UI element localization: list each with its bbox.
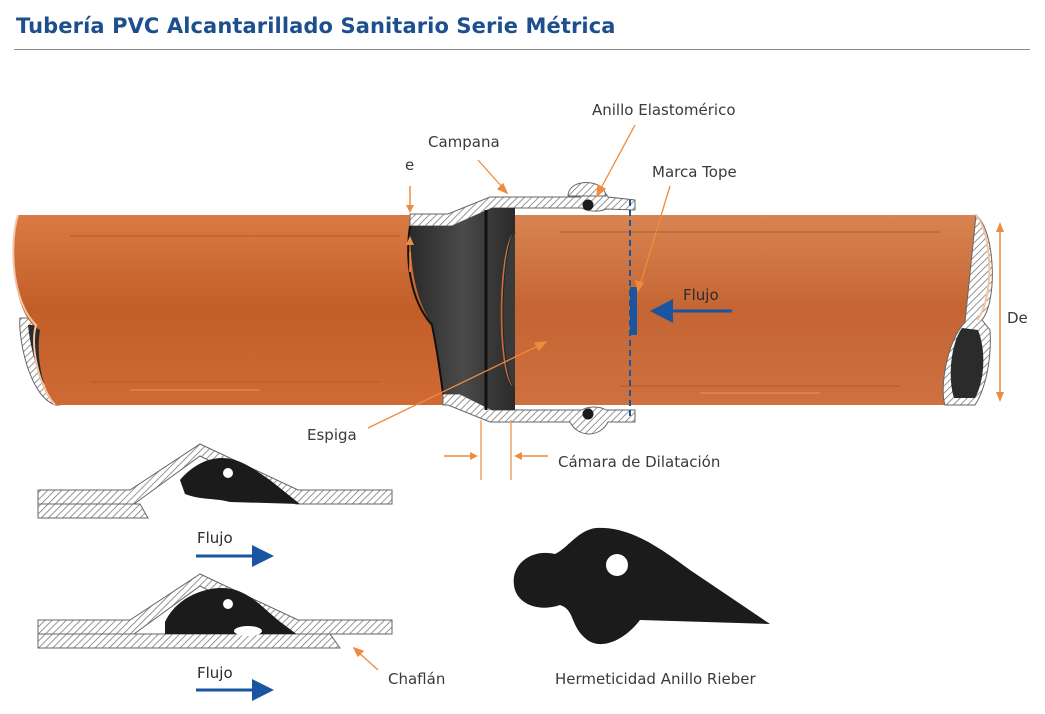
label-anillo-elastomerico: Anillo Elastomérico (592, 101, 736, 119)
bell-campana (407, 182, 636, 435)
title-divider (14, 49, 1030, 50)
detail-seal-1 (37, 443, 393, 519)
label-marca-tope: Marca Tope (652, 163, 737, 181)
label-camara-dilatacion: Cámara de Dilatación (558, 453, 720, 471)
detail-seal-2 (37, 573, 393, 649)
label-de: De (1007, 309, 1028, 327)
label-e: e (405, 156, 414, 174)
label-chaflan: Chaflán (388, 670, 445, 688)
right-pipe-espiga (500, 214, 993, 406)
de-dimension-arrow (996, 222, 1004, 402)
left-pipe (12, 214, 446, 406)
marca-tope-mark (629, 200, 637, 420)
label-hermeticidad: Hermeticidad Anillo Rieber (555, 670, 757, 688)
flow-arrow-2 (196, 679, 274, 701)
flow-arrow-main (650, 299, 732, 323)
flow-arrow-1 (196, 545, 274, 567)
page-title: Tubería PVC Alcantarillado Sanitario Ser… (16, 14, 616, 38)
label-flujo-2: Flujo (197, 664, 233, 682)
label-espiga: Espiga (307, 426, 357, 444)
label-flujo-1: Flujo (197, 529, 233, 547)
e-dimension-arrows (406, 186, 414, 272)
label-campana: Campana (428, 133, 500, 151)
camara-dilatacion-dims (444, 420, 548, 480)
leader-lines (352, 124, 671, 671)
label-flujo-main: Flujo (683, 286, 719, 304)
rieber-ring-shape (513, 527, 770, 645)
